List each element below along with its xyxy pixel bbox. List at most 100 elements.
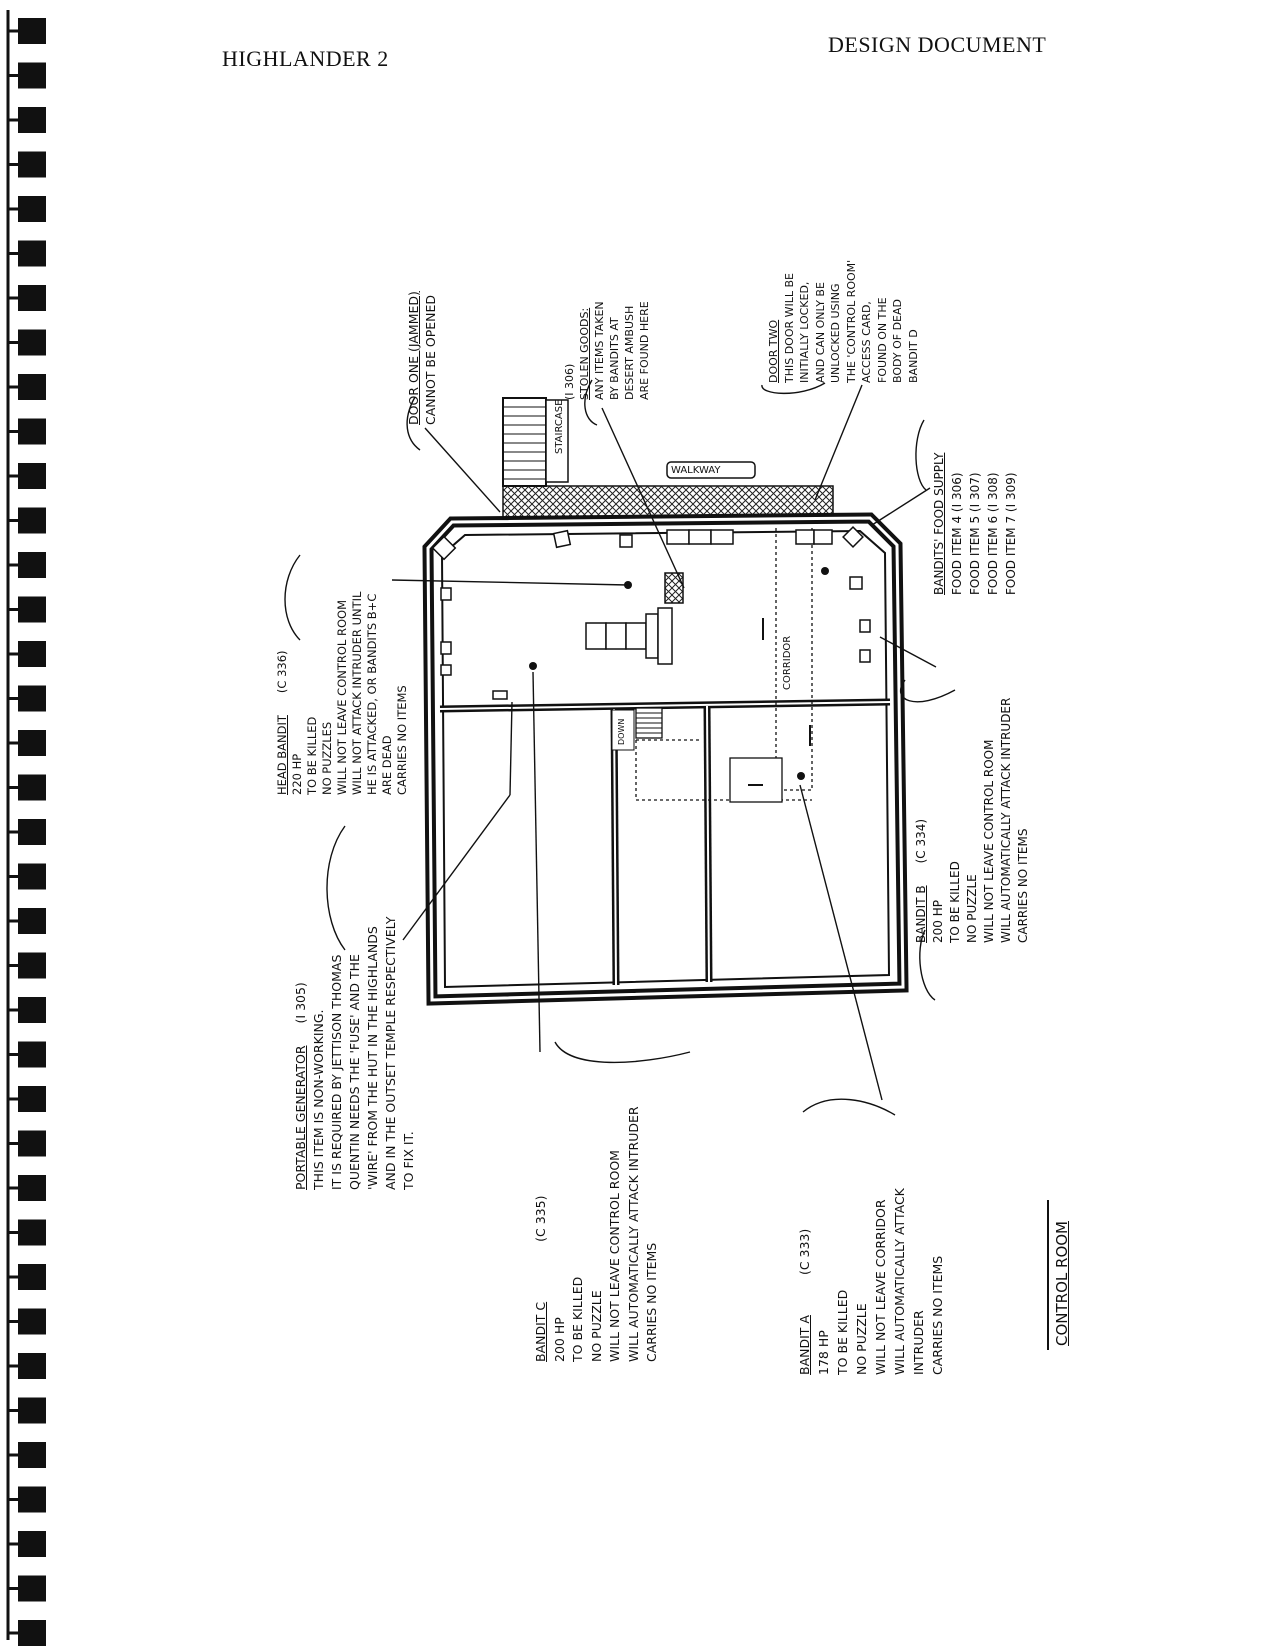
bandit-b-line: WILL NOT LEAVE CONTROL ROOM xyxy=(982,739,996,943)
corridor-label: CORRIDOR xyxy=(782,635,793,690)
binding-ring xyxy=(18,329,46,356)
binding-ring xyxy=(18,374,46,400)
bandit-c-line: CARRIES NO ITEMS xyxy=(644,1242,659,1362)
head-bandit-line: TO BE KILLED xyxy=(305,716,319,795)
bandit-c-code: (C 335) xyxy=(533,1195,548,1242)
bandit-b-line: 200 HP xyxy=(931,900,945,943)
binding-ring xyxy=(18,1086,46,1112)
binding-ring xyxy=(18,908,46,934)
binding-ring xyxy=(18,151,46,178)
binding-ring xyxy=(18,641,46,667)
binding-ring xyxy=(18,1130,46,1157)
door-two-line: BANDIT D xyxy=(906,329,920,383)
note-door-one: DOOR ONE (JAMMED) CANNOT BE OPENED xyxy=(405,291,439,425)
binding-ring xyxy=(18,1219,46,1246)
binding-ring xyxy=(18,1175,46,1201)
binding-ring xyxy=(18,1397,46,1424)
binding-ring xyxy=(18,507,46,534)
binding-ring xyxy=(18,1041,46,1068)
binding-ring xyxy=(18,1486,46,1513)
portable-generator-line: QUENTIN NEEDS THE 'FUSE' AND THE xyxy=(347,954,362,1190)
bandit-a-line: TO BE KILLED xyxy=(835,1289,850,1375)
portable-generator-line: THIS ITEM IS NON-WORKING. xyxy=(311,1009,326,1190)
stolen-goods-code: (I 306) xyxy=(563,363,576,400)
food-supply-title: BANDITS' FOOD SUPPLY xyxy=(932,452,946,595)
binding-ring xyxy=(18,1575,46,1602)
bandit-b-line: TO BE KILLED xyxy=(948,861,962,943)
binding-ring xyxy=(18,552,46,578)
document-header-title: HIGHLANDER 2 xyxy=(222,46,389,71)
food-supply-line: FOOD ITEM 5 (I 307) xyxy=(968,472,982,595)
binding-ring xyxy=(18,18,46,44)
binding-ring xyxy=(18,730,46,756)
food-supply-line: FOOD ITEM 6 (I 308) xyxy=(986,472,1000,595)
bandit-c-title: BANDIT C xyxy=(533,1301,548,1362)
portable-generator-title: PORTABLE GENERATOR xyxy=(293,1045,308,1190)
note-portable-generator: PORTABLE GENERATOR (I 305) THIS ITEM IS N… xyxy=(292,916,418,1190)
bandit-b-title: BANDIT B xyxy=(914,885,928,943)
document-header-type: DESIGN DOCUMENT xyxy=(828,32,1047,57)
door-two-line: ACCESS CARD, xyxy=(860,301,873,383)
binding-ring xyxy=(18,1620,46,1646)
portable-generator-line: 'WIRE' FROM THE HUT IN THE HIGHLANDS xyxy=(365,926,380,1190)
head-bandit-code: (C 336) xyxy=(275,650,289,694)
portable-generator-code: (I 305) xyxy=(293,982,308,1024)
bandit-a-line: 178 HP xyxy=(816,1330,831,1375)
stairs-down-label: DOWN xyxy=(617,718,626,745)
door-two-line: THIS DOOR WILL BE xyxy=(782,272,796,383)
head-bandit-line: ARE DEAD xyxy=(380,735,394,795)
door-one-line: CANNOT BE OPENED xyxy=(423,294,438,425)
door-two-line: UNLOCKED USING xyxy=(829,283,842,383)
head-bandit-line: HE IS ATTACKED, OR BANDITS B+C xyxy=(365,593,379,795)
bandit-b-line: NO PUZZLE xyxy=(965,874,979,943)
head-bandit-line: WILL NOT ATTACK INTRUDER UNTIL xyxy=(350,591,364,795)
binding-ring xyxy=(18,196,46,222)
bandit-markers xyxy=(529,567,829,780)
portable-generator-line: AND IN THE OUTSET TEMPLE RESPECTIVELY xyxy=(383,916,398,1190)
door-two-line: FOUND ON THE xyxy=(875,297,889,383)
note-bandit-b: BANDIT B (C 334) 200 HP TO BE KILLED NO P… xyxy=(913,698,1032,943)
binding-ring xyxy=(18,62,46,89)
bandit-a-line: INTRUDER xyxy=(911,1310,926,1375)
bandit-c-line: TO BE KILLED xyxy=(570,1276,585,1362)
note-door-two: DOOR TWO THIS DOOR WILL BE INITIALLY LOC… xyxy=(766,260,921,383)
note-bandit-a: BANDIT A(C 333) 178 HP TO BE KILLED NO P… xyxy=(795,1188,947,1375)
binding-ring xyxy=(18,819,46,845)
note-food-supply: BANDITS' FOOD SUPPLY FOOD ITEM 4 (I 306)… xyxy=(930,453,1020,595)
corridor-outline xyxy=(635,528,813,801)
note-bandit-c: BANDIT C(C 335) 200 HP TO BE KILLED NO P… xyxy=(532,1106,662,1362)
bandit-c-line: WILL AUTOMATICALLY ATTACK INTRUDER xyxy=(625,1106,641,1362)
stolen-goods-line: ARE FOUND HERE xyxy=(638,301,651,400)
head-bandit-line: CARRIES NO ITEMS xyxy=(395,685,409,795)
map-title-rule xyxy=(1047,1200,1049,1350)
bandit-c-line: WILL NOT LEAVE CONTROL ROOM xyxy=(607,1150,622,1362)
bandit-a-code: (C 333) xyxy=(797,1228,812,1276)
head-bandit-line: WILL NOT LEAVE CONTROL ROOM xyxy=(335,600,349,795)
bandit-a-title: BANDIT A xyxy=(797,1315,812,1375)
door-two-line: BODY OF DEAD xyxy=(891,299,904,383)
binding-ring xyxy=(18,418,46,445)
bandit-b-line: CARRIES NO ITEMS xyxy=(1016,828,1030,943)
control-consoles xyxy=(431,526,871,700)
callout-lines xyxy=(284,379,956,1116)
bandit-a-line: WILL AUTOMATICALLY ATTACK xyxy=(892,1188,907,1375)
binding-ring xyxy=(18,1308,46,1335)
food-supply-line: FOOD ITEM 7 (I 309) xyxy=(1004,472,1018,595)
stairs-down xyxy=(611,707,663,751)
door-one-title: DOOR ONE (JAMMED) xyxy=(406,291,421,425)
interior-walls xyxy=(439,698,891,986)
note-head-bandit: HEAD BANDIT(C 336) 220 HP TO BE KILLED N… xyxy=(275,592,410,795)
bandit-c-line: NO PUZZLE xyxy=(588,1290,604,1362)
binding-ring xyxy=(18,863,46,890)
stolen-goods-line: ANY ITEMS TAKEN xyxy=(593,301,606,400)
note-stolen-goods: (I 306) STOLEN GOODS: ANY ITEMS TAKEN BY… xyxy=(562,301,652,400)
portable-generator-line: IT IS REQUIRED BY JETTISON THOMAS xyxy=(329,954,344,1190)
bandit-b-code: (C 334) xyxy=(914,818,928,864)
stolen-goods-line: BY BANDITS AT xyxy=(608,317,621,400)
binding-ring xyxy=(18,997,46,1023)
head-bandit-title: HEAD BANDIT xyxy=(275,715,289,795)
binding-ring xyxy=(18,285,46,311)
binding-ring xyxy=(18,596,46,623)
staircase xyxy=(502,397,569,487)
binding-ring xyxy=(18,463,46,489)
